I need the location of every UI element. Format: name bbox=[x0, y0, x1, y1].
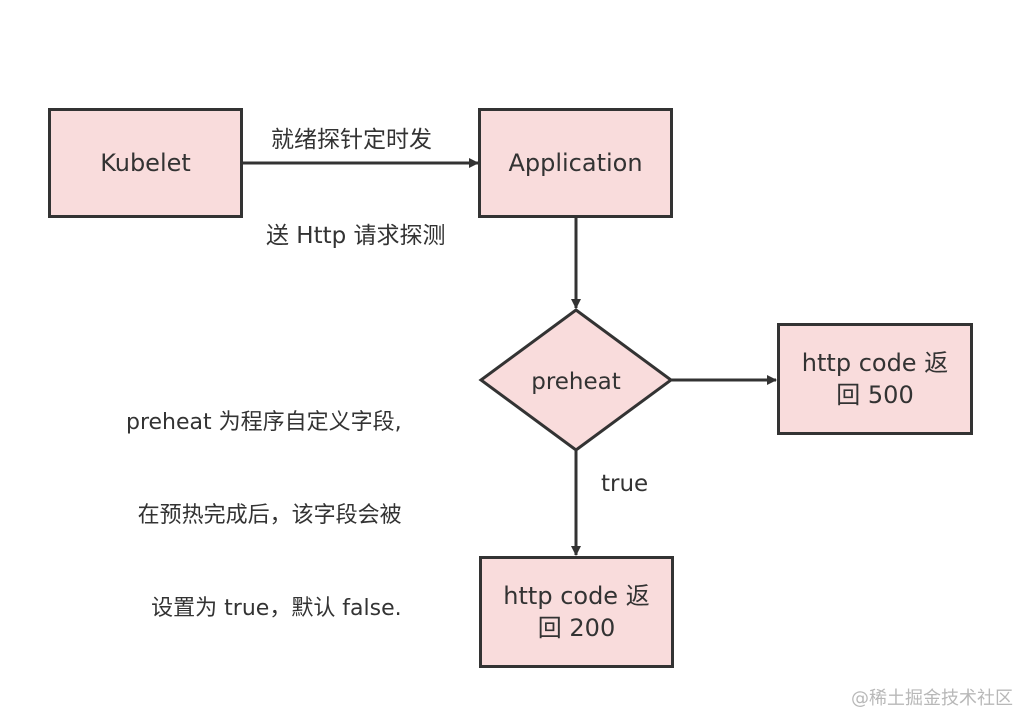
probe-edge-label-line1: 就绪探针定时发 bbox=[271, 127, 432, 153]
probe-edge-label-line2: 送 Http 请求探测 bbox=[266, 223, 446, 249]
http-code-500-line2: 回 500 bbox=[836, 381, 914, 409]
application-node: Application bbox=[478, 108, 673, 218]
http-code-500-node: http code 返 回 500 bbox=[777, 323, 973, 435]
annotation-line3: 设置为 true，默认 false. bbox=[151, 596, 402, 621]
http-code-200-line1: http code 返 bbox=[503, 582, 650, 610]
preheat-decision-label: preheat bbox=[531, 369, 621, 395]
http-code-200-node: http code 返 回 200 bbox=[479, 556, 674, 668]
preheat-annotation: preheat 为程序自定义字段, 在预热完成后，该字段会被 设置为 true，… bbox=[126, 345, 402, 686]
preheat-decision-diamond bbox=[478, 308, 674, 452]
annotation-line1: preheat 为程序自定义字段, bbox=[126, 410, 402, 435]
watermark: @稀土掘金技术社区 bbox=[851, 688, 1013, 709]
true-edge-label: true bbox=[601, 471, 649, 497]
http-code-200-line2: 回 200 bbox=[537, 614, 616, 642]
kubelet-node: Kubelet bbox=[48, 108, 243, 218]
http-code-500-line1: http code 返 bbox=[801, 349, 949, 377]
kubelet-node-label: Kubelet bbox=[100, 149, 191, 177]
probe-edge-label: 就绪探针定时发 送 Http 请求探测 bbox=[266, 60, 446, 316]
annotation-line2: 在预热完成后，该字段会被 bbox=[137, 503, 402, 528]
application-node-label: Application bbox=[508, 149, 643, 177]
